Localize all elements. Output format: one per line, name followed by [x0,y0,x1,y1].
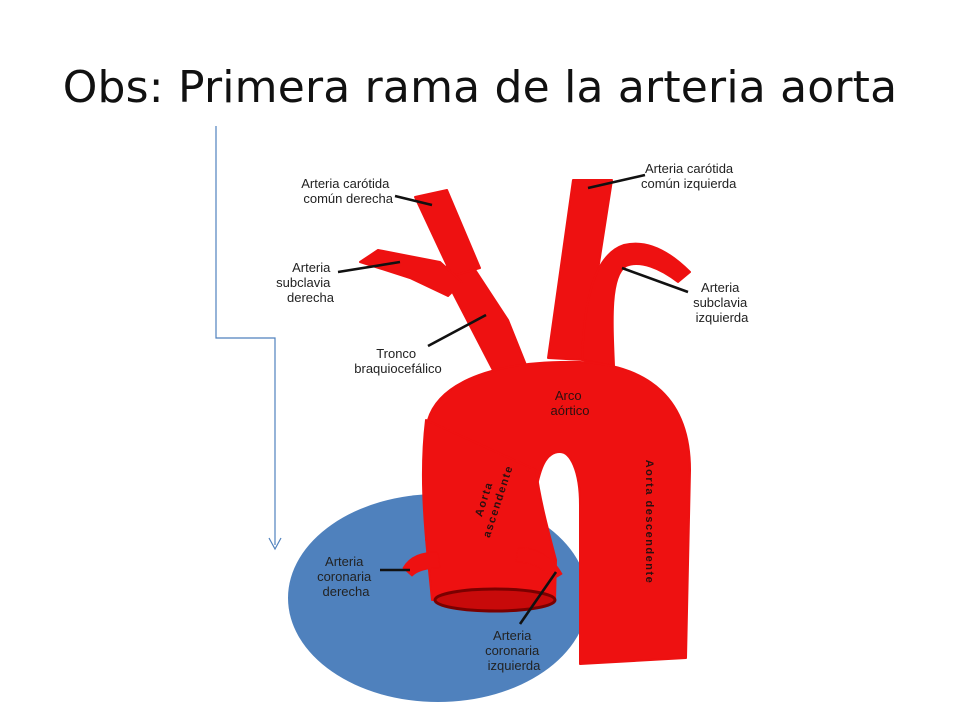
pointer-arrow-line [215,126,276,545]
label-subclavian-left: Arteria subclavia izquierda [693,280,751,325]
leader-lines [337,173,689,625]
label-aortic-arch: Arco aórtico [550,388,589,418]
aortic-valve-opening [433,587,557,613]
label-subclavian-right: Arteria subclavia derecha [276,260,335,305]
aorta-vessels [359,179,691,665]
right-coronary-stub [402,551,441,577]
leader-coronary-left [518,571,558,625]
label-coronary-left: Arteria coronaria izquierda [485,628,543,673]
label-descending-aorta: Aorta descendente [643,460,655,585]
left-subclavian [581,242,691,367]
slide-title: Obs: Primera rama de la arteria aorta [62,62,898,113]
right-subclavian [359,249,463,297]
leader-subclavian-right [337,260,401,274]
leader-carotid-left [587,173,646,190]
leader-brachiocephalic [427,313,487,348]
leader-subclavian-left [621,266,689,294]
label-coronary-right: Arteria coronaria derecha [317,554,375,599]
leader-carotid-right [394,194,433,207]
label-carotid-right: Arteria carótida común derecha [301,176,394,206]
label-carotid-left: Arteria carótida común izquierda [641,161,737,191]
aortic-arch [425,360,691,665]
pointer-arrowhead [268,537,282,551]
label-brachiocephalic: Tronco braquiocefálico [354,346,441,376]
right-common-carotid [414,189,481,277]
